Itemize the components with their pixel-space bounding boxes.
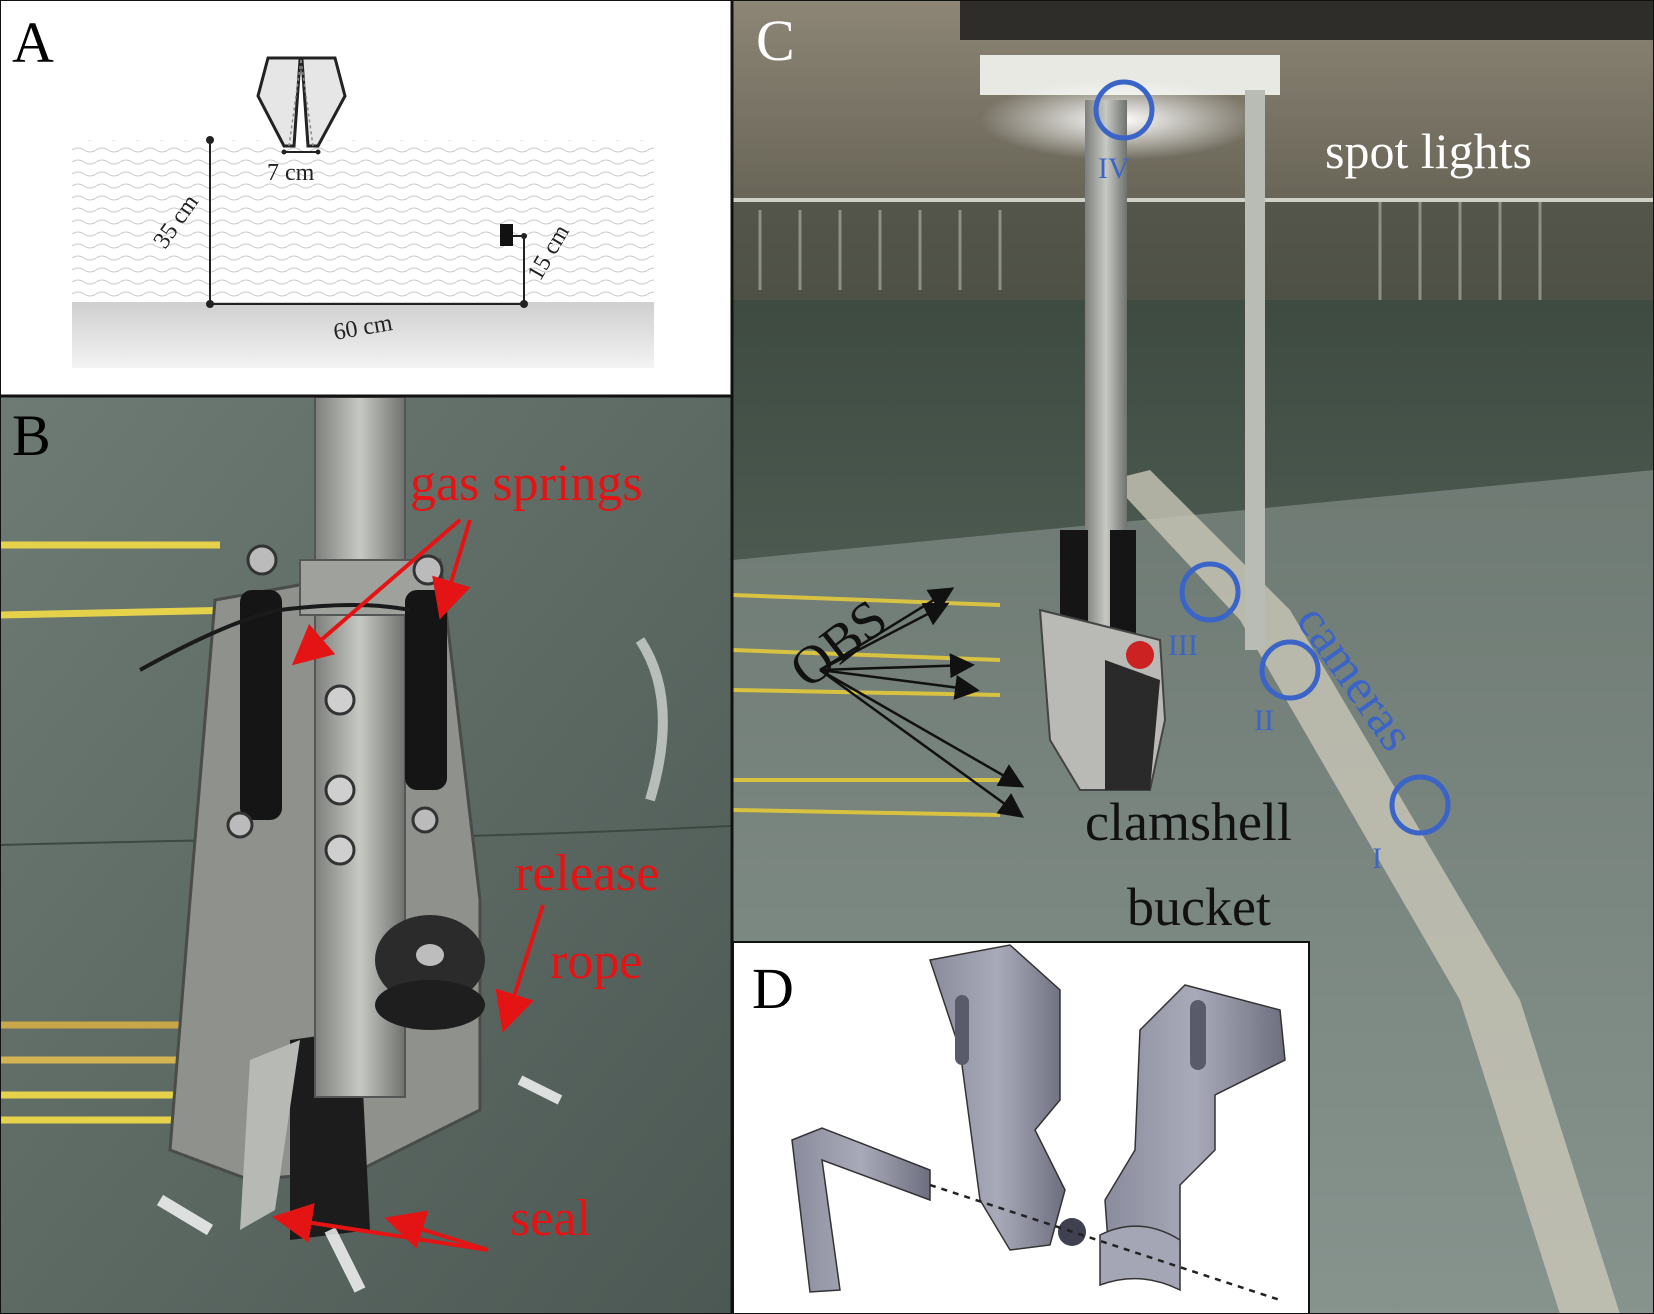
camera-label-iv: IV bbox=[1098, 152, 1130, 185]
clamshell-bucket-photo bbox=[1038, 530, 1167, 791]
camera-label-iii: III bbox=[1168, 629, 1198, 662]
dim-opening: 7 cm bbox=[267, 160, 315, 186]
camera-ring-ii bbox=[1259, 639, 1321, 701]
panel-a: 7 cm 35 cm 60 cm 15 cm A bbox=[0, 0, 731, 395]
spool-icon bbox=[375, 915, 485, 1030]
bucket-half-left-icon bbox=[929, 944, 1086, 1251]
panel-c-label: C bbox=[756, 8, 795, 73]
clamshell-label: clamshell bbox=[1085, 792, 1292, 852]
panel-b: gas springs release rope seal B bbox=[0, 396, 732, 1314]
camera-label-i: I bbox=[1372, 842, 1382, 875]
cables bbox=[0, 541, 241, 1124]
bucket-label: bucket bbox=[1127, 877, 1271, 937]
bucket-half-right-icon bbox=[1099, 984, 1286, 1292]
hinge-axis bbox=[929, 1183, 1281, 1302]
panel-a-water bbox=[72, 140, 654, 302]
spot-lights-label: spot lights bbox=[1325, 123, 1532, 179]
gas-spring-left bbox=[240, 590, 282, 820]
camera-ring-iv bbox=[1093, 79, 1155, 141]
release-label: release bbox=[515, 845, 659, 902]
camera-ring-i bbox=[1389, 774, 1451, 836]
panel-d: D bbox=[732, 941, 1310, 1314]
frame-post-rear bbox=[1245, 90, 1265, 650]
sensor-icon bbox=[500, 224, 513, 246]
seal-label: seal bbox=[510, 1190, 591, 1247]
gas-spring-right bbox=[405, 590, 447, 790]
camera-ring-iii bbox=[1179, 561, 1241, 623]
panel-a-floor bbox=[72, 302, 654, 368]
arm-part-icon bbox=[791, 1127, 931, 1293]
ramp-edge bbox=[1110, 470, 1620, 1314]
gas-springs-label: gas springs bbox=[410, 455, 643, 512]
panel-b-label: B bbox=[12, 403, 51, 468]
bucket-sketch-icon bbox=[256, 56, 347, 148]
panel-d-label: D bbox=[752, 956, 794, 1021]
panel-a-label: A bbox=[12, 10, 54, 75]
rope-label: rope bbox=[550, 933, 642, 990]
camera-label-ii: II bbox=[1254, 704, 1274, 737]
